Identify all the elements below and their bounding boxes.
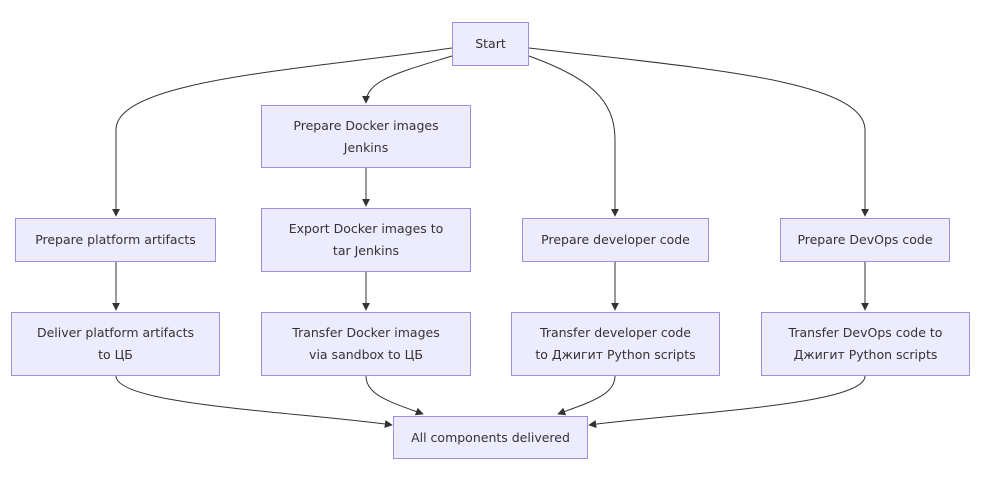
node-start-label: Start xyxy=(475,36,506,51)
node-all-components-delivered-label: All components delivered xyxy=(411,429,570,445)
edge-start-to-prepare-platform xyxy=(112,47,453,217)
edge-deliver-platform-to-all-delivered xyxy=(115,375,393,428)
node-export-docker-images: Export Docker images to tar Jenkins xyxy=(261,208,471,272)
node-prepare-devops-code: Prepare DevOps code xyxy=(780,218,950,262)
node-prepare-developer-code: Prepare developer code xyxy=(522,218,709,262)
node-start: Start xyxy=(452,22,529,66)
edge-start-to-prepare-dev xyxy=(528,55,619,217)
node-transfer-devops-code-label: Transfer DevOps code to Джигит Python sc… xyxy=(788,325,943,362)
edge-transfer-dev-to-all-delivered xyxy=(557,375,616,416)
node-prepare-platform-artifacts-label: Prepare platform artifacts xyxy=(35,232,196,247)
node-transfer-docker-images-label: Transfer Docker images via sandbox to ЦБ xyxy=(292,325,440,362)
edge-transfer-docker-to-all-delivered xyxy=(365,375,424,416)
node-prepare-docker-images: Prepare Docker images Jenkins xyxy=(261,105,471,168)
node-export-docker-images-label: Export Docker images to tar Jenkins xyxy=(288,221,444,258)
node-transfer-devops-code: Transfer DevOps code to Джигит Python sc… xyxy=(761,312,970,376)
node-transfer-docker-images: Transfer Docker images via sandbox to ЦБ xyxy=(261,312,471,376)
node-deliver-platform-artifacts: Deliver platform artifacts to ЦБ xyxy=(11,312,220,376)
edge-start-to-prepare-docker xyxy=(362,55,453,104)
node-all-components-delivered: All components delivered xyxy=(393,416,588,459)
node-prepare-developer-code-label: Prepare developer code xyxy=(541,232,690,247)
node-transfer-developer-code: Transfer developer code to Джигит Python… xyxy=(511,312,720,376)
node-prepare-devops-code-label: Prepare DevOps code xyxy=(797,232,933,247)
node-prepare-docker-images-label: Prepare Docker images Jenkins xyxy=(293,117,439,155)
node-deliver-platform-artifacts-label: Deliver platform artifacts to ЦБ xyxy=(36,325,195,362)
edge-transfer-devops-to-all-delivered xyxy=(588,375,866,429)
node-prepare-platform-artifacts: Prepare platform artifacts xyxy=(15,218,216,262)
edge-start-to-prepare-devops xyxy=(528,47,869,217)
node-transfer-developer-code-label: Transfer developer code to Джигит Python… xyxy=(535,325,696,362)
